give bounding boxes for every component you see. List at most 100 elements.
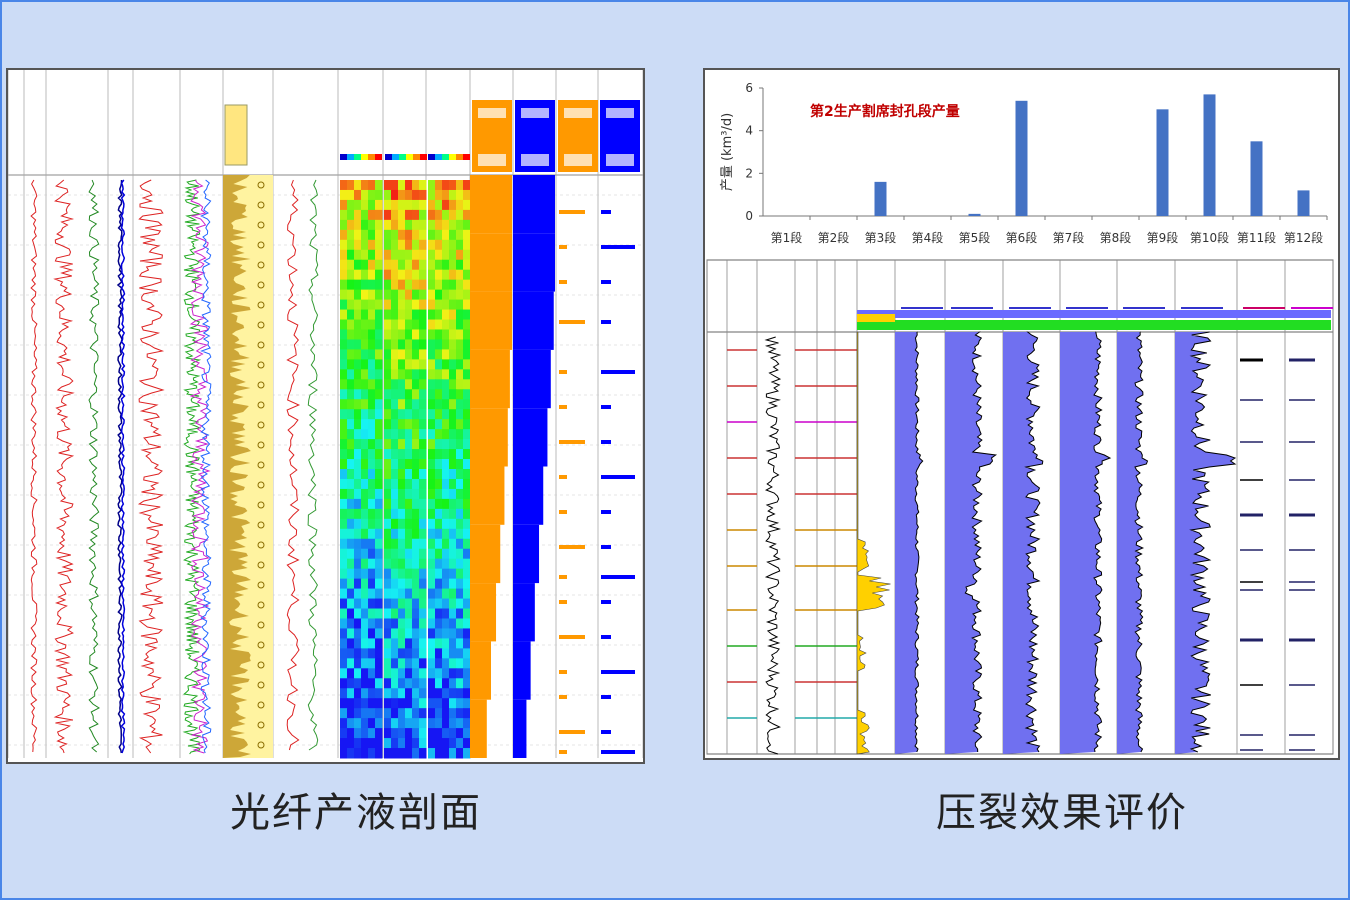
log-curve xyxy=(307,179,319,751)
x-tick-label: 第3段 xyxy=(865,230,897,245)
heatmap-cell xyxy=(428,688,436,699)
heatmap-cell xyxy=(428,708,436,719)
heatmap-cell xyxy=(435,678,443,689)
heatmap-cell xyxy=(354,329,362,340)
heatmap-cell xyxy=(347,528,355,540)
bar xyxy=(1203,94,1216,216)
heatmap-cell xyxy=(398,598,406,610)
heatmap-cell xyxy=(442,199,450,211)
heatmap-cell xyxy=(368,339,376,350)
x-tick-label: 第1段 xyxy=(771,230,803,245)
frac-log-tracks xyxy=(706,259,1334,755)
heatmap-cell xyxy=(412,299,420,311)
heatmap-cell xyxy=(419,738,427,749)
heatmap-cell xyxy=(354,339,362,350)
header-tag-label xyxy=(478,154,506,166)
heatmap-cell xyxy=(456,528,464,540)
header-band-green xyxy=(857,320,1331,330)
heatmap-cell xyxy=(456,678,464,689)
heatmap-cell xyxy=(412,508,420,520)
heatmap-cell xyxy=(375,698,383,709)
heatmap-cell xyxy=(398,488,406,500)
heatmap-cell xyxy=(412,738,420,749)
heatmap-cell xyxy=(368,698,376,709)
heatmap-cell xyxy=(368,419,376,430)
heatmap-cell xyxy=(412,439,420,450)
heatmap-cell xyxy=(435,269,443,281)
heatmap-cell xyxy=(368,189,376,201)
heatmap-cell xyxy=(375,748,383,759)
heatmap-cell xyxy=(340,578,348,590)
heatmap-cell xyxy=(347,289,355,301)
heatmap-cell xyxy=(384,389,392,400)
heatmap-cell xyxy=(361,628,369,639)
heatmap-cell xyxy=(368,708,376,719)
heatmap-cell xyxy=(419,449,427,460)
heatmap-cell xyxy=(384,329,392,340)
heatmap-cell xyxy=(391,688,399,699)
heatmap-cell xyxy=(449,429,457,440)
heatmap-cell xyxy=(384,369,392,380)
heatmap-cell xyxy=(361,209,369,221)
heatmap-cell xyxy=(449,718,457,729)
heatmap-cell xyxy=(391,498,399,510)
heatmap-cell xyxy=(442,389,450,400)
production-bar-orange xyxy=(470,233,512,292)
heatmap-cell xyxy=(412,189,420,201)
lithology-dot xyxy=(257,341,265,349)
heatmap-cell xyxy=(340,399,348,410)
heatmap-cell xyxy=(375,299,383,311)
heatmap-cell xyxy=(449,568,457,580)
heatmap-cell xyxy=(347,638,355,649)
heatmap-cell xyxy=(405,469,413,480)
heatmap-cell xyxy=(405,608,413,619)
gamma-fill xyxy=(856,331,891,755)
heatmap-cell xyxy=(412,668,420,679)
heatmap-cell xyxy=(340,239,348,251)
heatmap-cell xyxy=(361,508,369,520)
heatmap-cell xyxy=(456,488,464,500)
heatmap-cell xyxy=(398,658,406,669)
lithology-dot xyxy=(257,541,265,549)
heatmap-cell xyxy=(463,180,471,191)
lithology-dot xyxy=(257,441,265,449)
heatmap-cell xyxy=(442,698,450,709)
heatmap-cell xyxy=(354,718,362,729)
heatmap-cell xyxy=(354,658,362,669)
heatmap-cell xyxy=(398,309,406,321)
heatmap-cell xyxy=(391,359,399,370)
heatmap-cell xyxy=(405,628,413,639)
heatmap-cell xyxy=(391,239,399,251)
heatmap-cell xyxy=(463,219,471,231)
stage-dash-blue xyxy=(601,320,611,324)
heatmap-cell xyxy=(347,578,355,590)
heatmap-cell xyxy=(340,209,348,221)
heatmap-cell xyxy=(368,538,376,550)
heatmap-cell xyxy=(449,518,457,530)
heatmap-cell xyxy=(361,568,369,580)
heatmap-cell xyxy=(391,399,399,410)
heatmap-cell xyxy=(384,588,392,600)
heatmap-cell xyxy=(419,239,427,251)
heatmap-cell xyxy=(456,389,464,400)
heatmap-cell xyxy=(412,469,420,480)
heatmap-cell xyxy=(428,598,436,610)
heatmap-cell xyxy=(428,648,436,659)
left-bg xyxy=(8,70,643,762)
lithology-dot xyxy=(257,661,265,669)
heatmap-cell xyxy=(463,199,471,211)
heatmap-cell xyxy=(456,688,464,699)
heatmap-cell xyxy=(375,229,383,241)
heatmap-cell xyxy=(463,389,471,400)
heatmap-cell xyxy=(384,429,392,440)
heatmap-cell xyxy=(384,698,392,709)
heatmap-cell xyxy=(340,618,348,629)
heatmap-cell xyxy=(384,229,392,241)
heatmap-cell xyxy=(456,588,464,600)
heatmap-cell xyxy=(405,180,413,191)
heatmap-cell xyxy=(361,708,369,719)
heatmap-cell xyxy=(463,399,471,410)
heatmap-cell xyxy=(347,309,355,321)
heatmap-cell xyxy=(354,708,362,719)
heatmap-cell xyxy=(354,199,362,211)
